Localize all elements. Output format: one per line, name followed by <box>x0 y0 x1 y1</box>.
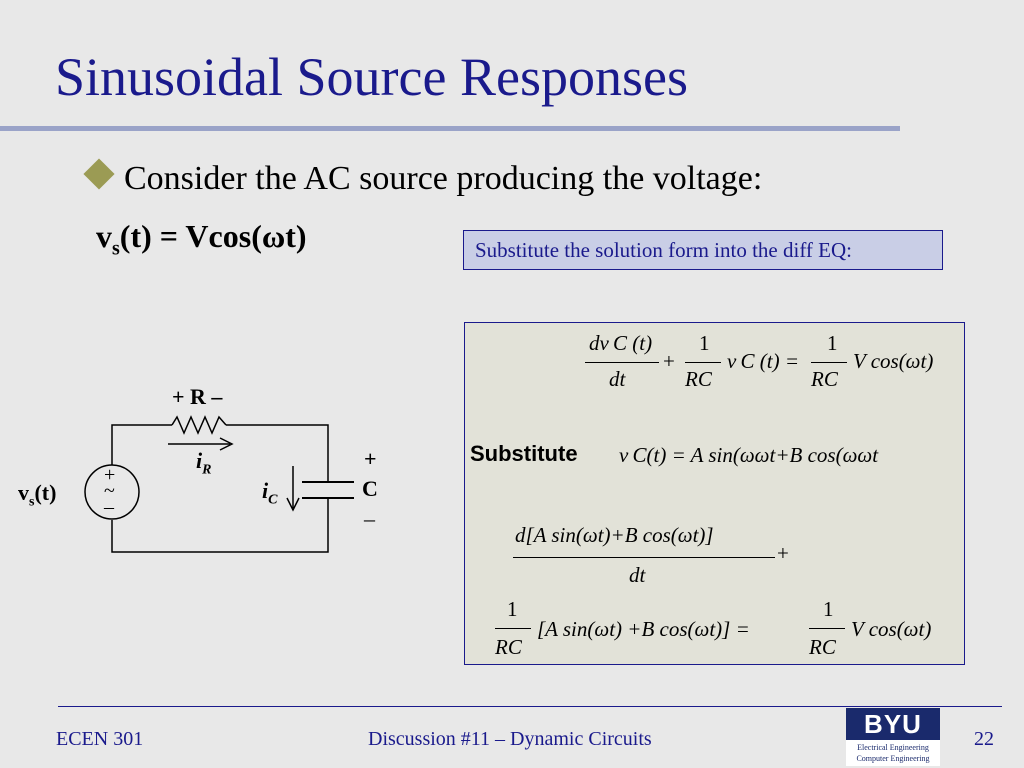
source-minus: – <box>104 496 114 518</box>
eq3-plus: + <box>777 541 789 565</box>
capacitor-plus: + <box>364 446 377 471</box>
eq1-plus: + <box>663 349 675 373</box>
eq4-num1: 1 <box>507 597 518 621</box>
source-label: vs(t) <box>18 480 57 510</box>
equation-box: dv C (t) dt + 1 RC v C (t) = 1 RC V cos(… <box>464 322 965 665</box>
ir-label: iR <box>196 448 212 478</box>
bullet-text: Consider the AC source producing the vol… <box>124 160 763 197</box>
logo-subtitle-1: Electrical Engineering <box>857 743 929 752</box>
footer-course: ECEN 301 <box>56 728 144 750</box>
resistor-label: + R – <box>172 384 223 409</box>
eq3-denominator: dt <box>629 563 646 587</box>
eq1-num2: 1 <box>699 331 710 355</box>
substitute-expression: v C(t) = A sin(ωωt+B cos(ωωt <box>619 443 879 467</box>
top-left-wire <box>111 424 172 465</box>
eq3-bar <box>513 557 775 558</box>
footer-divider <box>58 706 1002 707</box>
rc-circuit-diagram <box>84 415 354 553</box>
eq1-bar1 <box>585 362 659 363</box>
bottom-right-wire <box>111 498 329 553</box>
byu-logo: BYU Electrical Engineering Computer Engi… <box>846 708 940 766</box>
substitute-label: Substitute <box>470 441 578 466</box>
eq1-den1: dt <box>609 367 626 391</box>
slide-number: 22 <box>974 728 994 750</box>
eq3-numerator: d[A sin(ωt)+B cos(ωt)] <box>515 523 714 547</box>
capacitor-minus: – <box>364 506 375 531</box>
resistor-zigzag <box>171 415 227 435</box>
eq1-rhs: V cos(ωt) <box>853 349 934 373</box>
eq4-den1: RC <box>495 635 522 659</box>
callout-box: Substitute the solution form into the di… <box>463 230 943 270</box>
source-formula: vs(t) = Vcos(ωt) <box>96 218 307 260</box>
eq1-num3: 1 <box>827 331 838 355</box>
eq1-bar2 <box>685 362 721 363</box>
logo-subtitle-2: Computer Engineering <box>856 754 930 763</box>
top-right-wire <box>226 424 329 482</box>
byu-logo-text: BYU <box>846 708 940 740</box>
eq1-num1: dv C (t) <box>589 331 653 355</box>
title-divider <box>0 126 900 131</box>
eq1-den3: RC <box>811 367 838 391</box>
eq4-num2: 1 <box>823 597 834 621</box>
eq4-bar1 <box>495 628 531 629</box>
eq4-rhs: V cos(ωt) <box>851 617 932 641</box>
source-tilde: ~ <box>104 480 115 502</box>
ac-source-circle <box>84 464 140 520</box>
capacitor-label: C <box>362 476 378 501</box>
bullet-item: Consider the AC source producing the vol… <box>83 158 763 198</box>
eq1-bar3 <box>811 362 847 363</box>
slide-title: Sinusoidal Source Responses <box>55 47 688 107</box>
ic-arrowhead <box>286 497 300 512</box>
ir-arrowhead <box>219 437 234 451</box>
eq4-den2: RC <box>809 635 836 659</box>
ic-label: iC <box>262 478 278 508</box>
footer-center-text: Discussion #11 – Dynamic Circuits <box>368 728 652 750</box>
eq4-bar2 <box>809 628 845 629</box>
diamond-bullet-icon <box>83 158 115 190</box>
eq4-middle: [A sin(ωt) +B cos(ωt)] = <box>537 617 750 641</box>
eq1-mid: v C (t) = <box>727 349 800 373</box>
source-plus: + <box>104 464 116 486</box>
eq1-den2: RC <box>685 367 712 391</box>
